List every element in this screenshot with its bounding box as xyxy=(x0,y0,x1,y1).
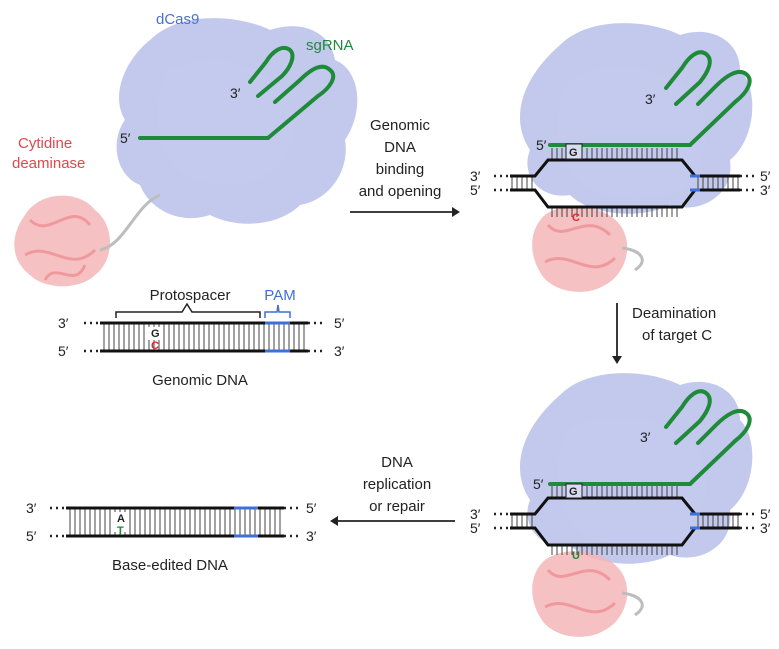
step-replication-line1: DNA xyxy=(381,454,413,471)
bound-bottom-right-3prime: 3′ xyxy=(760,182,771,198)
deam-top-right-5prime: 5′ xyxy=(760,506,771,522)
deaminase-linker xyxy=(99,193,161,252)
bound-base-c: C xyxy=(572,212,580,224)
sgrna-3prime-end: 3′ xyxy=(230,85,241,101)
base-edited-dna-rungs xyxy=(69,509,281,535)
bound-base-g: G xyxy=(569,147,578,159)
edited-top-3prime: 3′ xyxy=(26,500,37,516)
deam-bottom-left-5prime: 5′ xyxy=(470,520,481,536)
step-replication-line3: or repair xyxy=(369,498,425,515)
dcas9-protein-deaminated xyxy=(520,373,753,564)
cytidine-deaminase-deaminated xyxy=(532,551,628,637)
sgrna-label: sgRNA xyxy=(306,37,354,54)
edited-top-5prime: 5′ xyxy=(306,500,317,516)
step-binding-line2: DNA xyxy=(384,139,416,156)
genomic-dna-label: Genomic DNA xyxy=(152,372,248,389)
deaminase-linker-bound xyxy=(621,246,644,272)
deam-base-g: G xyxy=(569,486,578,498)
step-binding-line4: and opening xyxy=(359,183,442,200)
base-edited-dna-label: Base-edited DNA xyxy=(112,557,228,574)
bound-top-right-5prime: 5′ xyxy=(760,168,771,184)
pam-bracket xyxy=(264,304,291,318)
genomic-bottom-3prime: 3′ xyxy=(334,343,345,359)
protospacer-label: Protospacer xyxy=(150,287,231,304)
bound-bottom-left-5prime: 5′ xyxy=(470,182,481,198)
dcas9-protein-initial xyxy=(116,18,358,224)
step-deamination-line2: of target C xyxy=(642,327,712,344)
dcas9-protein-bound xyxy=(520,23,753,214)
genomic-dna xyxy=(84,321,326,353)
step-replication-line2: replication xyxy=(363,476,431,493)
genomic-dna-rungs xyxy=(103,324,305,350)
edited-bottom-3prime: 3′ xyxy=(306,528,317,544)
deam-top-left-3prime: 3′ xyxy=(470,506,481,522)
deam-sgrna-3prime: 3′ xyxy=(640,429,651,445)
deaminase-label: deaminase xyxy=(12,155,85,172)
genomic-base-g: G xyxy=(151,328,160,340)
deaminase-linker-deaminated xyxy=(621,591,644,617)
step-binding-line3: binding xyxy=(376,161,424,178)
edited-base-a: A xyxy=(117,513,125,525)
deamination-arrowhead xyxy=(612,356,622,364)
deam-sgrna-5prime: 5′ xyxy=(533,476,544,492)
deam-bottom-right-3prime: 3′ xyxy=(760,520,771,536)
binding-arrowhead xyxy=(452,207,460,217)
dna-bubble-deaminated xyxy=(494,483,756,555)
pam-label: PAM xyxy=(264,287,295,304)
dcas9-label: dCas9 xyxy=(156,11,199,28)
step-binding-line1: Genomic xyxy=(370,117,431,134)
bound-sgrna-5prime: 5′ xyxy=(536,137,547,153)
bound-top-left-3prime: 3′ xyxy=(470,168,481,184)
deam-base-u: U xyxy=(572,550,580,562)
dna-bubble-bound xyxy=(494,143,756,217)
bound-sgrna-3prime: 3′ xyxy=(645,91,656,107)
sgrna-initial xyxy=(138,45,336,140)
protospacer-bracket xyxy=(115,302,261,318)
base-edited-dna xyxy=(50,506,302,538)
genomic-top-5prime: 5′ xyxy=(334,315,345,331)
cytidine-deaminase-initial xyxy=(14,195,110,287)
edited-base-t: T xyxy=(117,525,124,537)
sgrna-5prime-end: 5′ xyxy=(120,130,131,146)
genomic-top-3prime: 3′ xyxy=(58,315,69,331)
replication-arrowhead xyxy=(330,516,338,526)
genomic-bottom-5prime: 5′ xyxy=(58,343,69,359)
cytidine-label: Cytidine xyxy=(18,135,72,152)
edited-bottom-5prime: 5′ xyxy=(26,528,37,544)
step-deamination-line1: Deamination xyxy=(632,305,716,322)
genomic-base-c: C xyxy=(151,340,159,352)
cytidine-deaminase-bound xyxy=(532,206,628,292)
